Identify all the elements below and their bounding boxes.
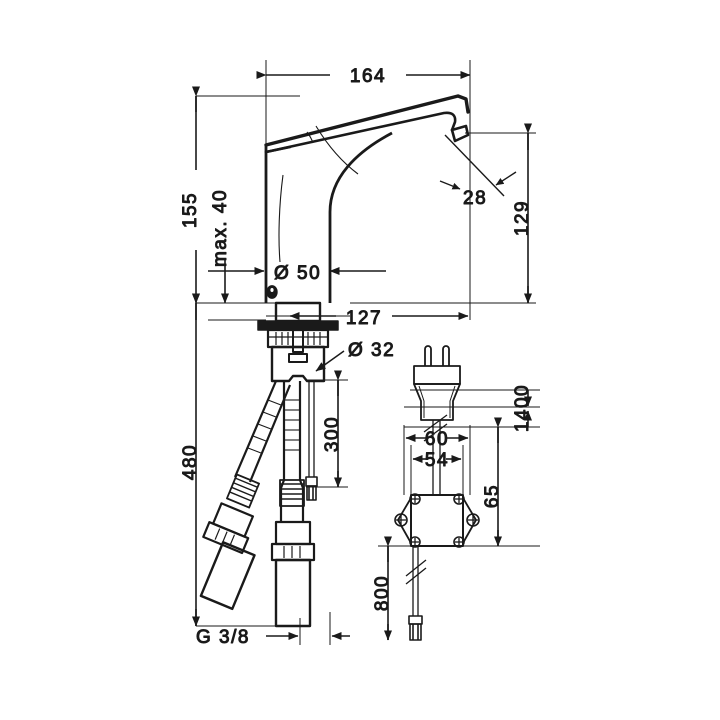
- low-voltage-cable: [405, 546, 427, 616]
- faucet-body: [264, 131, 393, 303]
- dim-box-height: 65: [482, 484, 503, 508]
- power-supply-box: [394, 493, 480, 548]
- dim-sensor-cable-length: 300: [322, 416, 343, 452]
- dim-low-voltage-cable-length: 800: [372, 575, 393, 611]
- low-voltage-plug: [408, 615, 423, 641]
- flexible-hose-left: [199, 380, 292, 611]
- low-voltage-connector: [305, 476, 318, 501]
- dim-spout-height: 129: [512, 200, 533, 236]
- dim-hose-length: 480: [180, 444, 201, 480]
- dim-thread-size: G 3/8: [196, 627, 250, 648]
- dim-shank-diameter: Ø 32: [348, 340, 395, 361]
- dim-body-diameter: Ø 50: [274, 263, 321, 284]
- dim-max-deck-thickness: max. 40: [210, 189, 231, 267]
- dim-mains-cable-length: 1400: [512, 384, 533, 432]
- flexible-hose-right: [270, 381, 316, 628]
- mains-plug: [413, 345, 461, 421]
- spout: [264, 94, 470, 147]
- dim-spout-angle: 28: [463, 188, 487, 209]
- dim-box-width-inner: 54: [425, 450, 449, 471]
- dim-spout-reach: 164: [350, 66, 386, 87]
- dim-spout-projection: 127: [346, 308, 382, 329]
- mounting-shank: [257, 301, 339, 383]
- sensor-window: [266, 285, 278, 299]
- dim-total-height: 155: [180, 192, 201, 228]
- sensor-cable: [308, 381, 315, 477]
- mains-cable: [423, 414, 448, 495]
- dim-box-width-outer: 60: [425, 429, 449, 450]
